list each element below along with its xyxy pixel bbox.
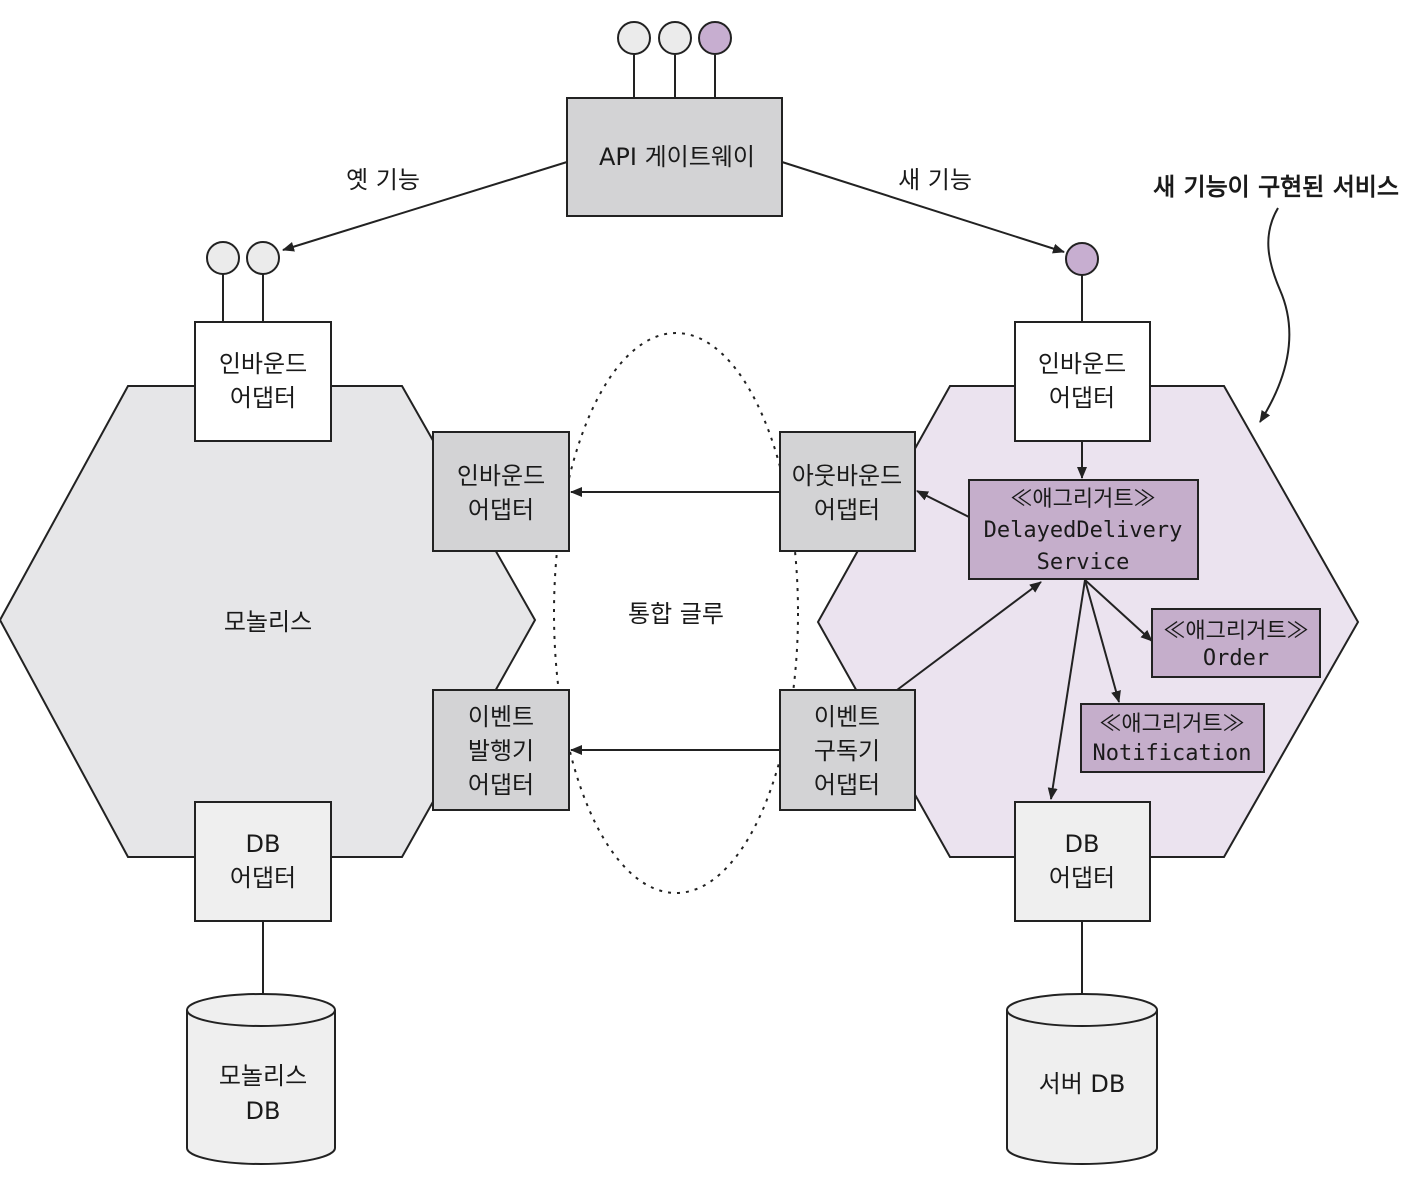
svg-text:모놀리스: 모놀리스 xyxy=(219,1062,307,1090)
aggregate-delayed-delivery-service: ≪애그리거트≫ DelayedDelivery Service xyxy=(968,479,1199,580)
monolith-inbound-ports xyxy=(206,241,280,322)
callout-line xyxy=(1259,207,1291,423)
svg-text:서버 DB: 서버 DB xyxy=(1039,1070,1126,1098)
svg-text:인바운드: 인바운드 xyxy=(1038,350,1126,378)
integration-glue-ellipse xyxy=(553,332,799,894)
aggregate-to-outbound-arrow xyxy=(916,490,970,518)
gateway-port-old-2 xyxy=(658,21,692,55)
gateway-port-new xyxy=(698,21,732,55)
api-gateway-box: API 게이트웨이 xyxy=(566,97,783,217)
svg-text:≪애그리거트≫: ≪애그리거트≫ xyxy=(1010,487,1155,512)
old-feature-label: 옛 기능 xyxy=(346,166,420,194)
api-gateway-label: API 게이트웨이 xyxy=(599,143,755,171)
monolith-hexagon xyxy=(0,385,537,858)
svg-text:≪애그리거트≫: ≪애그리거트≫ xyxy=(1099,712,1244,737)
service-db-adapter: DB 어댑터 xyxy=(1014,801,1151,922)
aggregate-to-notification-arrow xyxy=(1084,579,1121,703)
aggregate-order: ≪애그리거트≫ Order xyxy=(1151,608,1321,678)
integration-glue-label: 통합 글루 xyxy=(628,600,724,628)
svg-text:어댑터: 어댑터 xyxy=(814,771,880,799)
svg-text:DB: DB xyxy=(246,830,281,858)
svg-text:어댑터: 어댑터 xyxy=(230,384,296,412)
svg-text:아웃바운드: 아웃바운드 xyxy=(792,462,902,490)
aggregate-notification: ≪애그리거트≫ Notification xyxy=(1080,703,1265,773)
service-db-cylinder: 서버 DB xyxy=(1006,993,1158,1165)
svg-text:발행기: 발행기 xyxy=(468,737,534,765)
callout-label: 새 기능이 구현된 서비스 xyxy=(1153,173,1399,201)
service-outbound-adapter: 아웃바운드 어댑터 xyxy=(779,431,916,552)
svg-text:어댑터: 어댑터 xyxy=(468,771,534,799)
aggregate-to-order-arrow xyxy=(1084,579,1153,642)
svg-text:어댑터: 어댑터 xyxy=(1049,384,1115,412)
monolith-label: 모놀리스 xyxy=(224,608,312,636)
svg-text:어댑터: 어댑터 xyxy=(814,496,880,524)
monolith-inbound-adapter: 인바운드 어댑터 xyxy=(194,321,332,442)
svg-text:어댑터: 어댑터 xyxy=(230,864,296,892)
svg-text:DB: DB xyxy=(246,1097,281,1125)
monolith-db-adapter: DB 어댑터 xyxy=(194,801,332,922)
svg-text:≪애그리거트≫: ≪애그리거트≫ xyxy=(1163,619,1308,644)
new-feature-label: 새 기능 xyxy=(898,166,972,194)
service-inbound-adapter: 인바운드 어댑터 xyxy=(1014,321,1151,442)
monolith-event-publisher-adapter: 이벤트 발행기 어댑터 xyxy=(432,689,570,811)
svg-text:이벤트: 이벤트 xyxy=(814,703,880,731)
svg-text:어댑터: 어댑터 xyxy=(1049,864,1115,892)
svg-text:DelayedDelivery: DelayedDelivery xyxy=(984,518,1183,543)
svg-text:Service: Service xyxy=(1037,550,1130,575)
gateway-port-old-1 xyxy=(617,21,651,55)
aggregate-to-db-adapter-arrow xyxy=(1047,579,1086,800)
svg-text:Order: Order xyxy=(1203,646,1269,671)
svg-text:이벤트: 이벤트 xyxy=(468,703,534,731)
svg-text:Notification: Notification xyxy=(1093,741,1252,766)
subscriber-to-aggregate-arrow xyxy=(896,581,1042,691)
svg-text:어댑터: 어댑터 xyxy=(468,496,534,524)
svg-text:구독기: 구독기 xyxy=(814,737,880,765)
svg-text:인바운드: 인바운드 xyxy=(457,462,545,490)
gateway-ports xyxy=(617,21,732,98)
svg-text:인바운드: 인바운드 xyxy=(219,350,307,378)
old-feature-edge xyxy=(282,161,568,252)
monolith-side-inbound-adapter: 인바운드 어댑터 xyxy=(432,431,570,552)
service-inbound-port xyxy=(1065,242,1099,322)
service-event-subscriber-adapter: 이벤트 구독기 어댑터 xyxy=(779,689,916,811)
monolith-db-cylinder: 모놀리스 DB xyxy=(186,993,336,1165)
svg-text:DB: DB xyxy=(1065,830,1100,858)
new-feature-edge xyxy=(781,161,1065,254)
